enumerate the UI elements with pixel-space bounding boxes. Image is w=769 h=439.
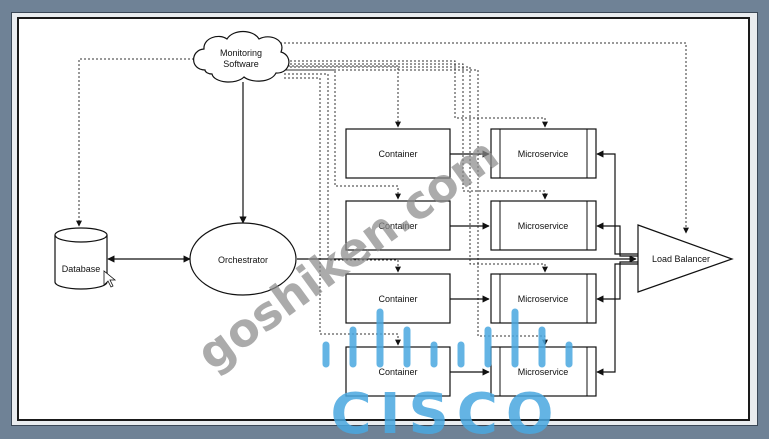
- microservice-1: Microservice: [490, 128, 597, 179]
- microservice-3: Microservice: [490, 273, 597, 324]
- microservice-label: Microservice: [518, 367, 569, 377]
- container-4: Container: [345, 346, 451, 397]
- mouse-cursor-icon: [103, 270, 117, 288]
- container-label: Container: [378, 367, 417, 377]
- solid-connectors: [107, 82, 638, 376]
- container-label: Container: [378, 221, 417, 231]
- database-node: Database: [54, 227, 117, 290]
- microservice-label: Microservice: [518, 294, 569, 304]
- container-2: Container: [345, 200, 451, 251]
- microservice-label: Microservice: [518, 221, 569, 231]
- orchestrator-node: Orchestrator: [189, 222, 297, 296]
- cisco-logo-watermark: CISCO: [322, 308, 573, 439]
- container-3: Container: [345, 273, 451, 324]
- monitoring-label-line1: Monitoring: [220, 48, 262, 58]
- database-label: Database: [62, 264, 101, 274]
- orchestrator-label: Orchestrator: [218, 255, 268, 265]
- container-label: Container: [378, 149, 417, 159]
- monitoring-label-line2: Software: [223, 59, 259, 69]
- cisco-wordmark: CISCO: [331, 382, 562, 439]
- load-balancer-label: Load Balancer: [652, 254, 710, 264]
- cisco-bars-icon: [322, 308, 573, 368]
- microservice-label: Microservice: [518, 149, 569, 159]
- container-label: Container: [378, 294, 417, 304]
- monitoring-connectors: [76, 42, 689, 346]
- monitoring-software-cloud: Monitoring Software: [193, 30, 290, 83]
- microservice-2: Microservice: [490, 200, 597, 251]
- container-1: Container: [345, 128, 451, 179]
- load-balancer-node: Load Balancer: [637, 224, 734, 293]
